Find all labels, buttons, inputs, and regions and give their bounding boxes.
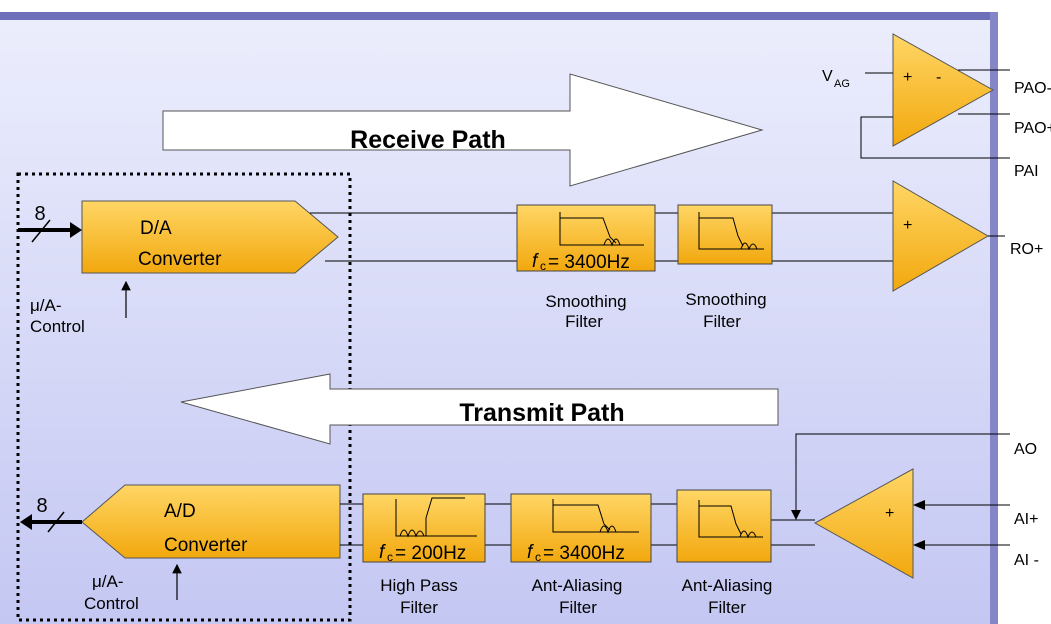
high-pass-filter-fc-sub: c — [387, 550, 393, 564]
pai-feedback-line — [860, 116, 1010, 159]
transmit-bus-slash — [47, 511, 65, 533]
ao-arrowhead — [791, 510, 801, 520]
smoothing-filter-2-response-icon — [698, 212, 764, 250]
adc-block — [81, 484, 341, 559]
transmit-bus-width: 8 — [36, 495, 47, 517]
dac-block — [81, 200, 339, 274]
power-amp-plus: + — [903, 69, 912, 86]
ao-label: AO — [1014, 441, 1037, 458]
anti-aliasing-filter-2-ripple-icon — [739, 530, 757, 539]
transmit-bus-arrowhead — [20, 514, 32, 530]
receive-output-label: RO+ — [1010, 241, 1043, 258]
high-pass-filter-name-line2: Filter — [400, 598, 438, 617]
power-amp-minus: - — [936, 69, 941, 86]
receive-amp-sign: + — [903, 217, 912, 234]
ai-plus-arrowhead — [913, 500, 925, 510]
vag-label-sub: AG — [834, 78, 850, 90]
receive-path-label: Receive Path — [350, 126, 506, 154]
ai-minus-arrowhead — [913, 540, 925, 550]
pao-minus-label: PAO- — [1014, 80, 1051, 97]
receive-control-line2: Control — [30, 317, 85, 336]
anti-aliasing-filter-1-response-icon — [552, 499, 639, 533]
high-pass-filter-ripple-icon — [399, 529, 425, 538]
smoothing-filter-2 — [677, 204, 773, 265]
ao-line — [795, 433, 1010, 515]
panel-top-border — [0, 12, 998, 20]
high-pass-filter-response-icon — [395, 497, 477, 537]
transmit-path-arrow — [180, 373, 779, 445]
ai-plus-label: AI+ — [1014, 511, 1038, 528]
high-pass-filter — [362, 493, 486, 563]
vag-label-main: V — [822, 68, 833, 85]
receive-control-line1: μ/A- — [30, 296, 62, 315]
smoothing-filter-1-fc-sub: c — [540, 259, 546, 273]
pai-label: PAI — [1014, 163, 1039, 180]
smoothing-filter-2-name-line2: Filter — [703, 312, 741, 331]
transmit-amp-sign: + — [885, 505, 894, 522]
transmit-path-label: Transmit Path — [459, 399, 624, 427]
high-pass-filter-fc-value: = 200Hz — [395, 543, 466, 564]
smoothing-filter-2-ripple-icon — [740, 242, 758, 251]
transmit-control-line2: Control — [84, 594, 139, 613]
anti-aliasing-filter-1-name-line2: Filter — [559, 598, 597, 617]
receive-path-arrow — [162, 73, 764, 187]
ai-minus-label: AI - — [1014, 552, 1039, 569]
adc-label-line2: Converter — [164, 535, 248, 556]
anti-aliasing-filter-1-fc-sub: c — [535, 550, 541, 564]
anti-aliasing-filter-2-name-line2: Filter — [708, 598, 746, 617]
smoothing-filter-1 — [516, 204, 656, 272]
receive-bus-slash — [31, 219, 51, 243]
transmit-input-amplifier — [813, 468, 914, 579]
anti-aliasing-filter-2-response-icon — [698, 500, 763, 538]
receive-bus-width: 8 — [34, 203, 45, 225]
smoothing-filter-1-fc-value: = 3400Hz — [548, 252, 630, 273]
anti-aliasing-filter-1-fc-value: = 3400Hz — [543, 543, 625, 564]
anti-aliasing-filter-1-name-line1: Ant-Aliasing — [532, 576, 623, 595]
anti-aliasing-filter-2 — [676, 489, 772, 563]
receive-output-amplifier — [892, 180, 989, 292]
receive-bus-arrowhead — [70, 222, 82, 238]
dac-label-line2: Converter — [138, 249, 222, 270]
transmit-control-line1: μ/A- — [92, 572, 124, 591]
high-pass-filter-fc-prefix: f — [379, 542, 386, 563]
panel-right-border — [990, 12, 998, 624]
smoothing-filter-1-response-icon — [559, 212, 644, 246]
high-pass-filter-name-line1: High Pass — [380, 576, 457, 595]
anti-aliasing-filter-1-fc-prefix: f — [527, 542, 534, 563]
anti-aliasing-filter-1-ripple-icon — [599, 525, 617, 534]
smoothing-filter-1-name-line1: Smoothing — [545, 292, 626, 311]
power-amplifier — [892, 33, 995, 147]
dac-label-line1: D/A — [140, 218, 172, 239]
pao-plus-label: PAO+ — [1014, 120, 1051, 137]
adc-label-line1: A/D — [164, 501, 196, 522]
smoothing-filter-2-name-line1: Smoothing — [685, 290, 766, 309]
anti-aliasing-filter-2-name-line1: Ant-Aliasing — [682, 576, 773, 595]
smoothing-filter-1-fc-prefix: f — [532, 251, 539, 272]
smoothing-filter-1-ripple-icon — [603, 238, 621, 247]
smoothing-filter-1-name-line2: Filter — [565, 312, 603, 331]
